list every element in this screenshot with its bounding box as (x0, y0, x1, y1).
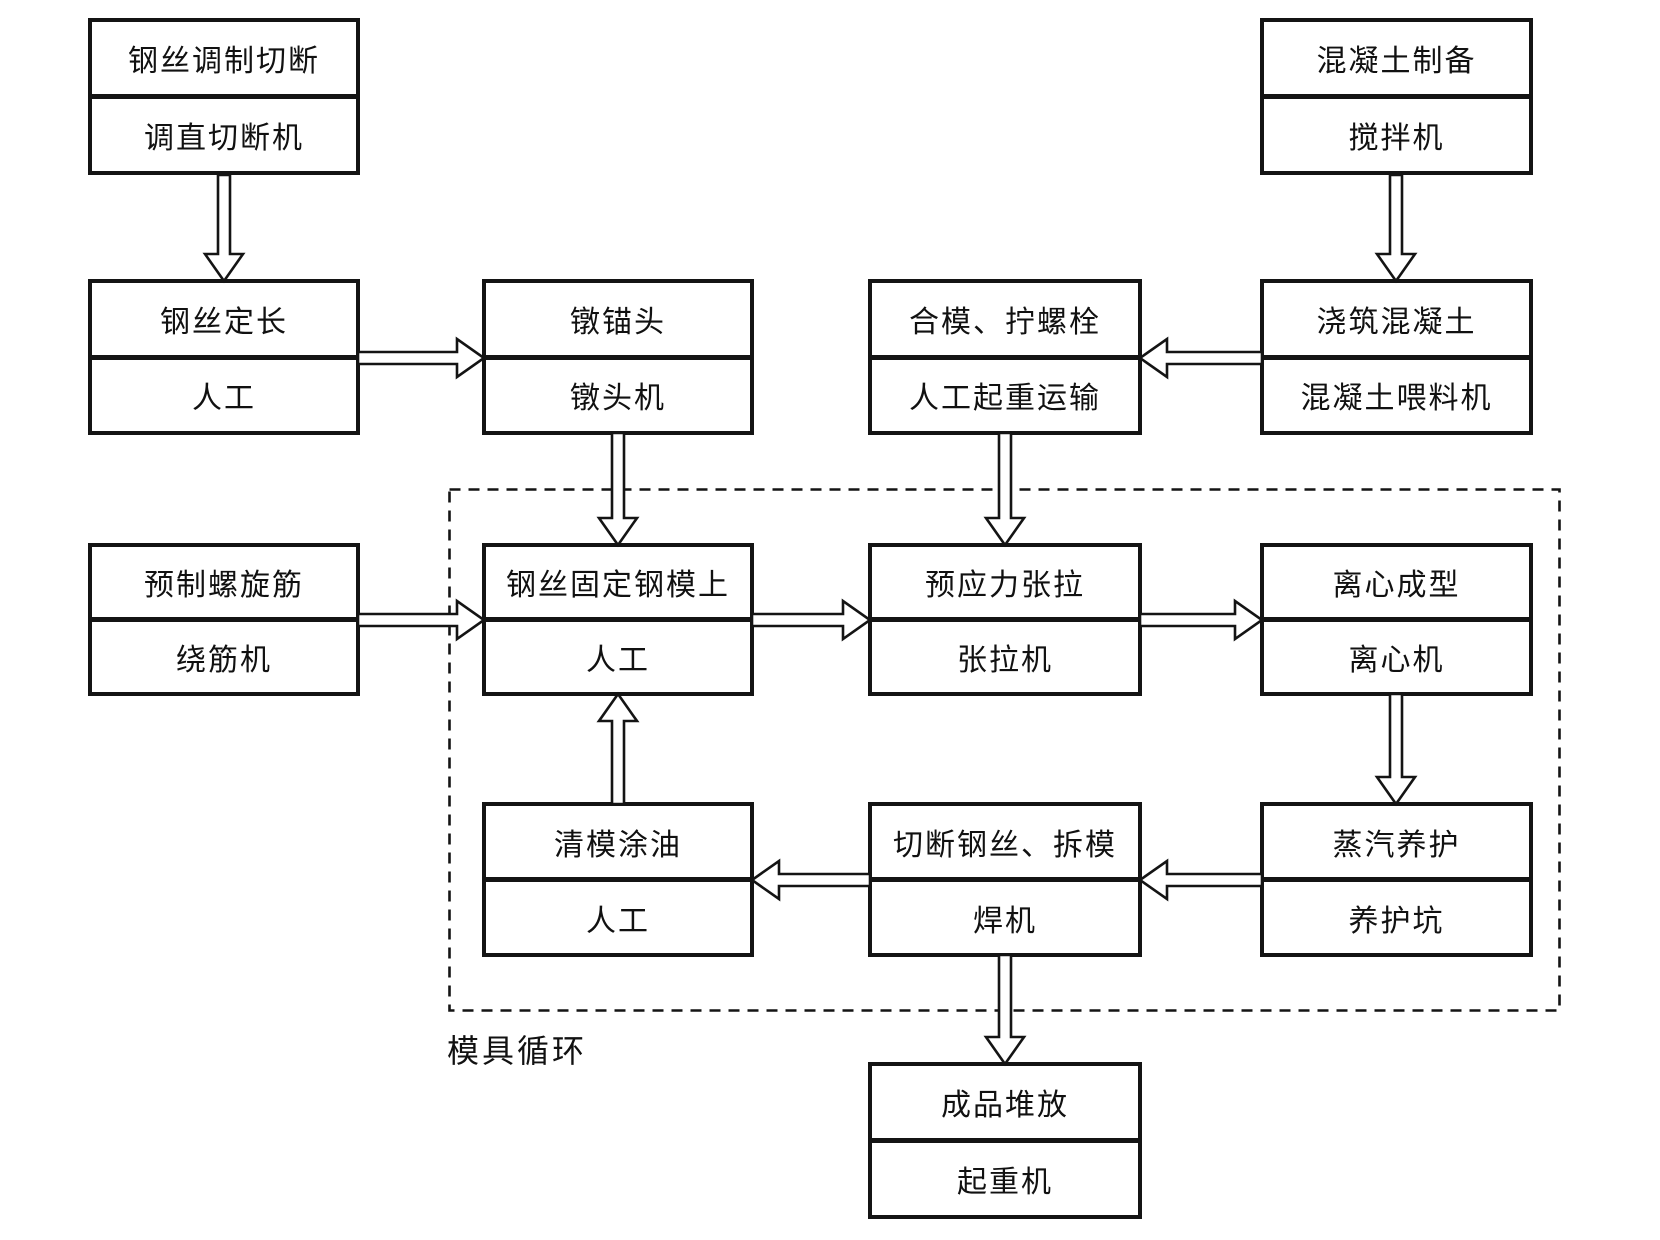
flow-arrow (750, 598, 873, 642)
machine-label: 养护坑 (1348, 903, 1445, 939)
flow-arrow (1374, 692, 1418, 807)
node-cut-wire-demold: 切断钢丝、拆模 焊机 (868, 802, 1142, 957)
process-label: 浇筑混凝土 (1264, 283, 1529, 360)
machine-label: 起重机 (957, 1165, 1053, 1200)
flow-arrow (202, 173, 246, 284)
node-pour-concrete: 浇筑混凝土 混凝土喂料机 (1260, 279, 1533, 435)
process-label: 混凝土制备 (1264, 22, 1529, 99)
node-prefab-spiral-rebar: 预制螺旋筋 绕筋机 (88, 543, 360, 696)
node-upset-anchor-head: 镦锚头 镦头机 (482, 279, 754, 435)
machine-label: 混凝土喂料机 (1300, 381, 1493, 417)
flow-arrow (596, 431, 640, 548)
machine-label: 镦头机 (570, 381, 666, 417)
process-label: 蒸汽养护 (1264, 806, 1529, 882)
flow-arrow (596, 691, 640, 806)
node-close-mold-bolts: 合模、拧螺栓 人工起重运输 (868, 279, 1142, 435)
flow-arrow (356, 336, 487, 380)
node-wire-conditioning-cutting: 钢丝调制切断 调直切断机 (88, 18, 360, 175)
flow-arrow (356, 598, 487, 642)
mold-cycle-label: 模具循环 (447, 1032, 588, 1070)
process-label: 预应力张拉 (872, 547, 1138, 622)
node-steam-curing: 蒸汽养护 养护坑 (1260, 802, 1533, 957)
node-clean-mold-oiling: 清模涂油 人工 (482, 802, 754, 957)
machine-label: 人工 (586, 903, 650, 939)
flow-arrow (1138, 598, 1265, 642)
flow-arrow (983, 431, 1027, 548)
node-wire-fixed-length: 钢丝定长 人工 (88, 279, 360, 435)
node-centrifugal-forming: 离心成型 离心机 (1260, 543, 1533, 696)
process-label: 钢丝固定钢模上 (486, 547, 750, 622)
machine-label: 焊机 (973, 903, 1037, 939)
machine-label: 人工起重运输 (909, 381, 1101, 417)
process-label: 清模涂油 (486, 806, 750, 882)
node-finished-product-stacking: 成品堆放 起重机 (868, 1062, 1142, 1219)
machine-label: 搅拌机 (1348, 121, 1445, 156)
machine-label: 调直切断机 (144, 121, 304, 156)
process-label: 钢丝定长 (92, 283, 356, 360)
flow-arrow (1137, 858, 1264, 902)
machine-label: 人工 (586, 643, 650, 678)
process-label: 切断钢丝、拆模 (872, 806, 1138, 882)
machine-label: 人工 (192, 381, 256, 417)
process-label: 镦锚头 (486, 283, 750, 360)
machine-label: 离心机 (1348, 643, 1445, 678)
node-concrete-preparation: 混凝土制备 搅拌机 (1260, 18, 1533, 175)
node-fix-wire-on-mold: 钢丝固定钢模上 人工 (482, 543, 754, 696)
machine-label: 张拉机 (957, 643, 1053, 678)
process-label: 钢丝调制切断 (92, 22, 356, 99)
process-label: 预制螺旋筋 (92, 547, 356, 622)
process-label: 成品堆放 (872, 1066, 1138, 1143)
flow-arrow (749, 858, 872, 902)
node-prestress-tensioning: 预应力张拉 张拉机 (868, 543, 1142, 696)
machine-label: 绕筋机 (176, 643, 272, 678)
flow-arrow (1137, 336, 1264, 380)
flow-arrow (983, 953, 1027, 1067)
process-label: 合模、拧螺栓 (872, 283, 1138, 360)
process-label: 离心成型 (1264, 547, 1529, 622)
flow-arrow (1374, 173, 1418, 284)
